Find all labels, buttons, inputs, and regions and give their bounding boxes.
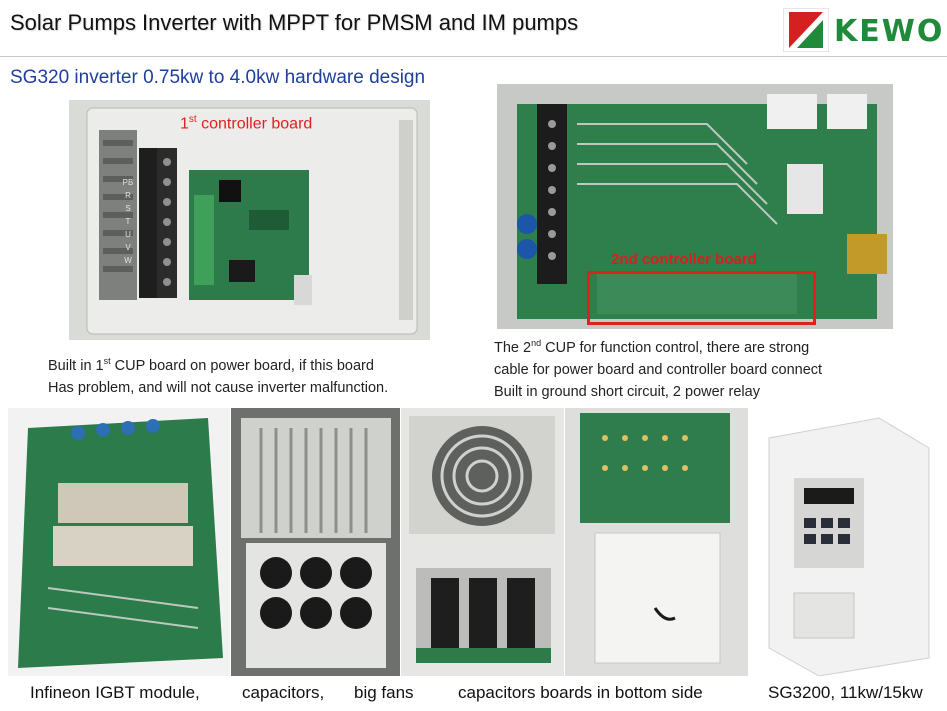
caption-line: Built in ground short circuit, 2 power r… [494, 383, 760, 400]
terminal-label: T [125, 217, 131, 226]
second-controller-highlight-box [587, 271, 816, 325]
caption-model: SG3200, 11kw/15kw [768, 683, 923, 702]
terminal-label: V [125, 243, 131, 252]
photo-second-controller-board [497, 84, 893, 329]
caption-line: cable for power board and controller boa… [494, 361, 823, 378]
photo-capacitor-boards [565, 408, 748, 676]
photo-sg3200-inverter [749, 408, 945, 676]
photo-cooling-fans [401, 408, 564, 676]
photo-power-board-housing [69, 100, 430, 340]
caption-second-cpu: The 2nd CUP for function control, there … [494, 332, 822, 403]
terminal-label: PB [122, 178, 134, 187]
header-divider [0, 56, 947, 57]
caption-line: The 2nd CUP for function control, there … [494, 338, 810, 356]
terminal-labels: PB R S T U V W [122, 176, 134, 267]
caption-line: Has problem, and will not cause inverter… [48, 379, 389, 396]
caption-line: Built in 1st CUP board on power board, i… [48, 356, 374, 374]
brand-name: KEWO [834, 14, 945, 49]
caption-capacitor-boards: capacitors boards in bottom side [458, 683, 703, 702]
caption-first-cpu: Built in 1st CUP board on power board, i… [48, 350, 388, 399]
kewo-logo-icon [782, 7, 830, 53]
terminal-label: W [124, 256, 132, 265]
section-subtitle: SG320 inverter 0.75kw to 4.0kw hardware … [10, 67, 426, 88]
page-title: Solar Pumps Inverter with MPPT for PMSM … [10, 10, 579, 35]
caption-capacitors: capacitors, [242, 683, 325, 702]
caption-big-fans: big fans [354, 683, 414, 702]
terminal-label: U [125, 230, 131, 239]
photo-igbt-module [8, 408, 230, 676]
caption-igbt-module: Infineon IGBT module, [30, 683, 200, 702]
terminal-label: R [125, 191, 131, 200]
second-controller-board-label: 2nd controller board [611, 251, 757, 268]
terminal-label: S [125, 204, 131, 213]
first-controller-board-label: 1st controller board [180, 114, 313, 133]
photo-heatsink-capacitors [231, 408, 400, 676]
